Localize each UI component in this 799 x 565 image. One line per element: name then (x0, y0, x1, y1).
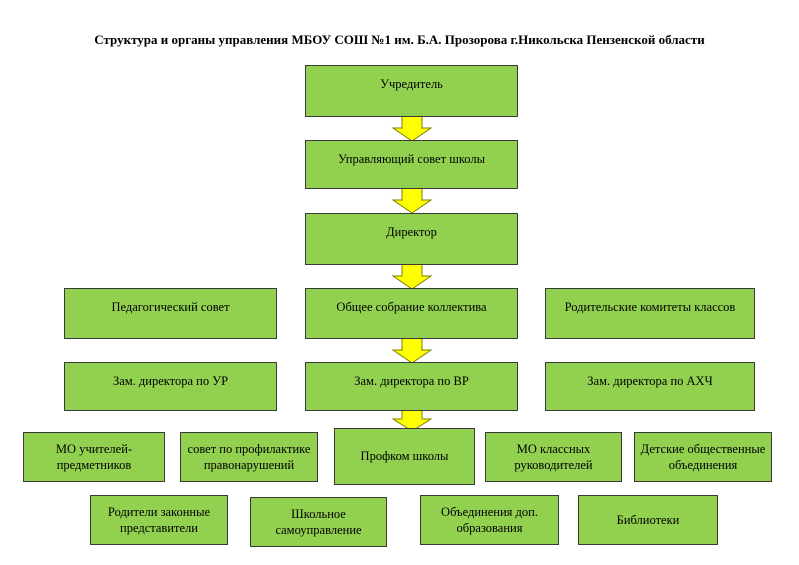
arrow-council-to-director (391, 187, 433, 214)
node-libraries: Библиотеки (578, 495, 718, 545)
node-children-associations: Детские общественные объединения (634, 432, 772, 482)
node-founder: Учредитель (305, 65, 518, 117)
chart-title: Структура и органы управления МБОУ СОШ №… (94, 32, 705, 47)
node-mo-subject-teachers: МО учителей-предметников (23, 432, 165, 482)
node-mo-class-teachers: МО классных руководителей (485, 432, 622, 482)
arrow-director-to-meeting (391, 263, 433, 290)
node-general-meeting: Общее собрание коллектива (305, 288, 518, 339)
node-offense-prevention-council: совет по профилактике правонарушений (180, 432, 318, 482)
arrow-meeting-to-deputy-vr (391, 337, 433, 364)
node-school-council: Управляющий совет школы (305, 140, 518, 189)
node-deputy-ur: Зам. директора по УР (64, 362, 277, 411)
arrow-founder-to-council (391, 115, 433, 142)
node-director: Директор (305, 213, 518, 265)
node-pedagogical-council: Педагогический совет (64, 288, 277, 339)
node-parent-committees: Родительские комитеты классов (545, 288, 755, 339)
arrow-deputy-vr-to-trade-union (391, 409, 433, 432)
node-deputy-ahch: Зам. директора по АХЧ (545, 362, 755, 411)
node-student-self-government: Школьное самоуправление (250, 497, 387, 547)
node-extra-education: Объединения доп. образования (420, 495, 559, 545)
node-deputy-vr: Зам. директора по ВР (305, 362, 518, 411)
node-parents: Родители законные представители (90, 495, 228, 545)
node-trade-union: Профком школы (334, 428, 475, 485)
